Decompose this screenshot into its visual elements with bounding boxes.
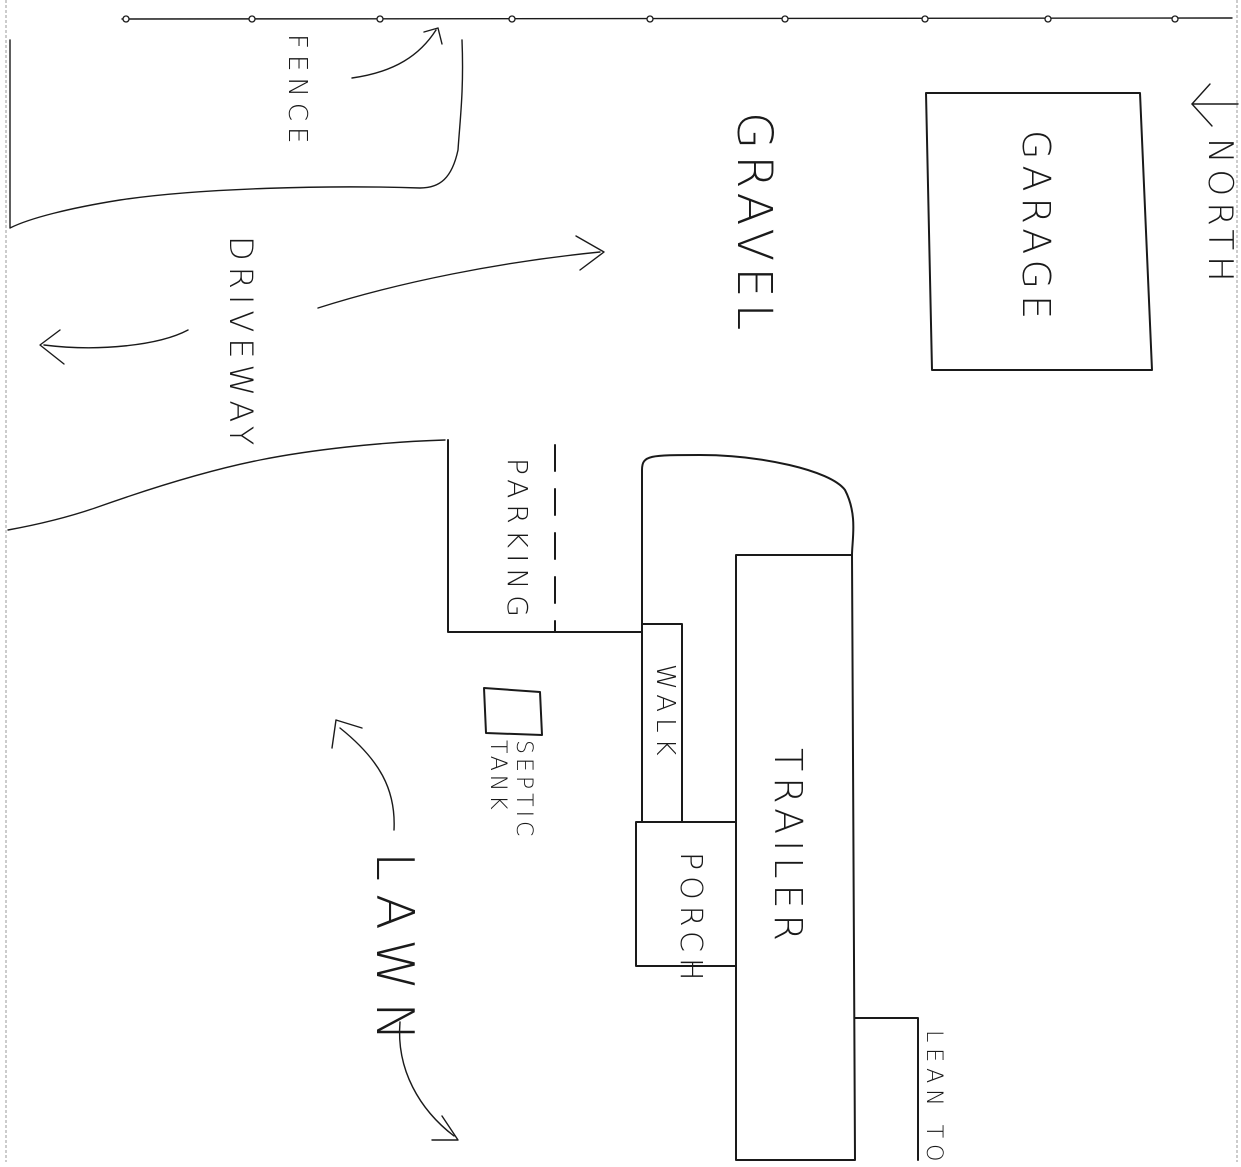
porch-label: PORCH <box>673 852 708 987</box>
fence-arrow <box>351 27 443 79</box>
lawn-arrow-down <box>398 1021 459 1141</box>
trailer-label: TRAILER <box>766 748 810 947</box>
parking-label: PARKING <box>501 458 534 623</box>
gravel-label: GRAVEL <box>726 112 782 337</box>
fence-post <box>781 15 789 23</box>
parking-outline <box>447 439 643 633</box>
trailer-pad-outline <box>641 454 855 633</box>
garage-outline <box>925 92 1153 371</box>
north-label: NORTH <box>1200 138 1240 288</box>
septic-tank-outline <box>483 687 543 736</box>
fence-post <box>646 15 654 23</box>
driveway-upper-edge <box>9 39 464 229</box>
fence-post <box>1171 15 1179 23</box>
lawn-label: LAWN <box>364 852 424 1054</box>
fence-post <box>508 15 516 23</box>
lawn-arrow-up <box>331 719 395 831</box>
gravel-arrow <box>317 235 605 309</box>
driveway-label: DRIVEWAY <box>222 236 260 452</box>
walk-outline <box>641 623 683 823</box>
driveway-lower-edge <box>7 439 446 531</box>
septic-tank-label: SEPTIC TANK <box>485 740 536 841</box>
fence-post <box>921 15 929 23</box>
lean-to-label: LEAN TO <box>921 1030 946 1167</box>
north-arrow-icon <box>1191 83 1239 127</box>
driveway-arrow <box>39 329 189 365</box>
walk-label: WALK <box>650 664 680 762</box>
fence-post <box>248 15 256 23</box>
fence-post <box>376 15 384 23</box>
fence-post <box>122 15 130 23</box>
fence-label: FENCE <box>282 34 312 150</box>
lean-to-outline <box>854 1017 919 1161</box>
porch-outline <box>635 821 737 967</box>
garage-label: GARAGE <box>1014 130 1058 326</box>
fence-line <box>121 15 1233 23</box>
fence-post <box>1044 15 1052 23</box>
